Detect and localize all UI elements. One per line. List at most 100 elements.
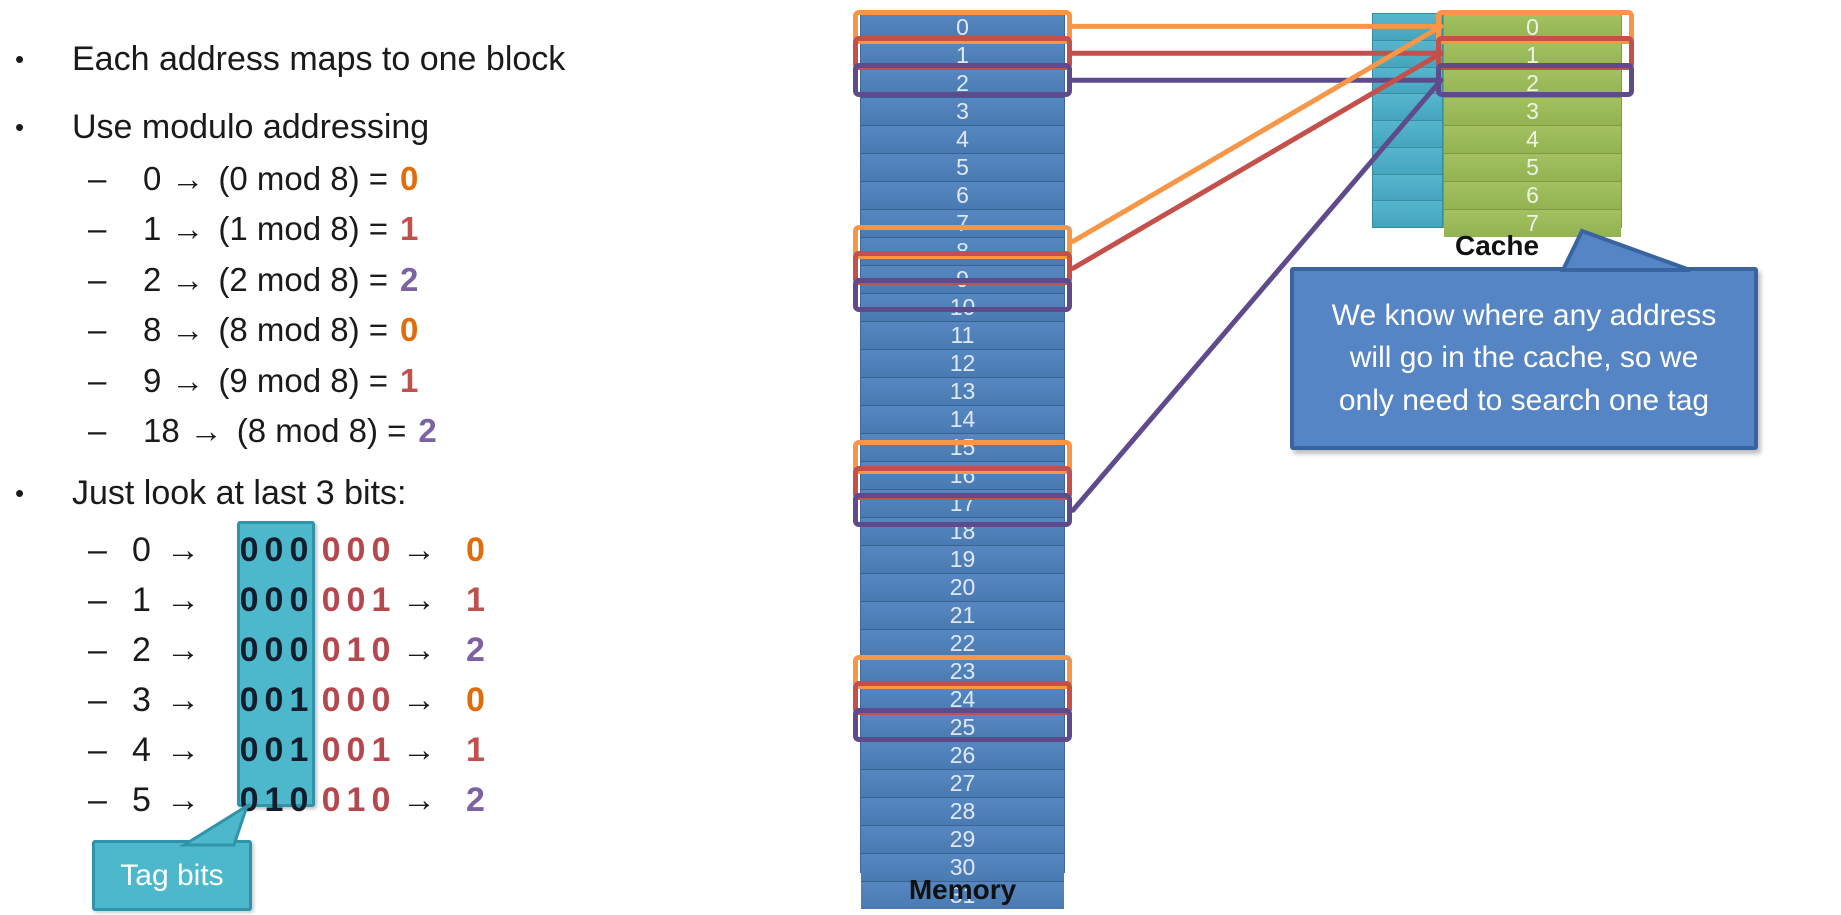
arrow-icon: → <box>166 680 200 719</box>
bullet-use-modulo: • Use modulo addressing <box>15 106 429 148</box>
memory-cell-label: 3 <box>956 98 969 124</box>
arrow-icon: → <box>189 412 223 449</box>
dash-bullet: – <box>88 730 107 769</box>
cache-cell-label: 1 <box>1526 42 1539 68</box>
memory-cell-label: 24 <box>949 686 976 712</box>
index-bits-value: 001 <box>321 580 397 619</box>
address-number: 3 <box>132 680 151 719</box>
modulo-item: – 9 → (9 mod 8) = 1 <box>88 360 418 402</box>
cache-slot-result: 0 <box>466 680 485 719</box>
modulo-item: – 8 → (8 mod 8) = 0 <box>88 309 418 351</box>
memory-cell: 13 <box>861 378 1064 406</box>
index-bits-value: 000 <box>321 530 397 569</box>
tag-bits-highlight <box>237 521 315 807</box>
arrow-icon: → <box>166 580 200 619</box>
memory-cell-label: 28 <box>949 798 976 824</box>
bullet-use-modulo-label: Use modulo addressing <box>72 107 430 146</box>
dash-bullet: – <box>88 361 107 399</box>
tag-bits-value: 001 <box>239 730 315 769</box>
modulo-expression: (8 mod 8) = <box>218 311 389 349</box>
binary-item: – 3 → 001 000 → 0 <box>88 678 485 722</box>
cache-slot-result: 0 <box>466 530 485 569</box>
memory-cell-label: 7 <box>956 210 969 236</box>
tag-bits-value: 001 <box>239 680 315 719</box>
memory-cell: 12 <box>861 350 1064 378</box>
address-number: 9 <box>143 361 162 399</box>
binary-item: – 2 → 000 010 → 2 <box>88 628 485 672</box>
cache-highlight <box>1436 63 1634 98</box>
address-number: 4 <box>132 730 151 769</box>
memory-cell: 4 <box>861 126 1064 154</box>
address-number: 2 <box>132 630 151 669</box>
memory-cell: 29 <box>861 826 1064 854</box>
cache-slot-result: 2 <box>400 260 419 298</box>
memory-cell-label: 19 <box>949 546 976 572</box>
memory-cell-label: 4 <box>956 126 969 152</box>
memory-cell: 23 <box>861 658 1064 686</box>
arrow-icon: → <box>171 260 205 298</box>
memory-cell-label: 0 <box>956 14 969 40</box>
bullet-each-address: • Each address maps to one block <box>15 38 565 80</box>
bullet-last-3-bits: • Just look at last 3 bits: <box>15 472 407 514</box>
memory-cell-label: 30 <box>949 854 976 880</box>
arrow-icon: → <box>166 630 200 669</box>
binary-item: – 4 → 001 001 → 1 <box>88 728 485 772</box>
memory-cell: 15 <box>861 434 1064 462</box>
cache-cell-label: 7 <box>1526 210 1539 236</box>
memory-cell: 19 <box>861 546 1064 574</box>
dash-bullet: – <box>88 780 107 819</box>
binary-item: – 5 → 010 010 → 2 <box>88 778 485 822</box>
memory-cell: 31 <box>861 882 1064 909</box>
tag-bits-callout-label: Tag bits <box>120 858 224 892</box>
dash-bullet: – <box>88 260 107 298</box>
modulo-item: – 0 → (0 mod 8) = 0 <box>88 158 418 200</box>
dash-bullet: – <box>88 210 107 248</box>
dash-bullet: – <box>88 530 107 569</box>
address-number: 1 <box>132 580 151 619</box>
cache-cell-label: 5 <box>1526 154 1539 180</box>
cache-cell-label: 4 <box>1526 126 1539 152</box>
index-bits-value: 000 <box>321 680 397 719</box>
arrow-icon: → <box>171 311 205 349</box>
cache-cell-label: 3 <box>1526 98 1539 124</box>
cache-tag-cell <box>1373 40 1442 68</box>
index-bits-value: 001 <box>321 730 397 769</box>
cache-label: Cache <box>1454 230 1540 261</box>
memory-highlight <box>853 63 1072 98</box>
binary-item: – 0 → 000 000 → 0 <box>88 528 485 572</box>
bullet-each-address-label: Each address maps to one block <box>72 39 566 78</box>
arrow-icon: → <box>402 680 436 719</box>
cache-tag-cell <box>1373 201 1442 227</box>
cache-tag-cell <box>1373 174 1442 202</box>
memory-cell: 5 <box>861 154 1064 182</box>
dash-bullet: – <box>88 311 107 349</box>
memory-cell: 21 <box>861 602 1064 630</box>
cache-tag-cell <box>1373 147 1442 175</box>
cache-slot-result: 1 <box>400 210 419 248</box>
memory-cell-label: 15 <box>949 434 976 460</box>
binary-item: – 1 → 000 001 → 1 <box>88 578 485 622</box>
cache-data-cell: 6 <box>1444 182 1621 210</box>
arrow-icon: → <box>166 780 200 819</box>
bullet-icon: • <box>15 477 25 508</box>
cache-cell-label: 6 <box>1526 182 1539 208</box>
cache-tag-cell <box>1373 94 1442 121</box>
address-number: 8 <box>143 311 162 349</box>
address-number: 1 <box>143 210 162 248</box>
memory-cell-label: 29 <box>949 826 976 852</box>
memory-cell-label: 22 <box>949 630 976 656</box>
cache-slot-result: 1 <box>400 361 419 399</box>
bullet-icon: • <box>15 43 25 74</box>
dash-bullet: – <box>88 680 107 719</box>
memory-cell-label: 31 <box>949 882 976 908</box>
cache-data-cell: 4 <box>1444 126 1621 154</box>
memory-highlight <box>853 708 1072 743</box>
memory-cell-label: 26 <box>949 742 976 768</box>
tag-bits-callout: Tag bits <box>92 840 252 911</box>
memory-cell-label: 14 <box>949 406 976 432</box>
arrow-icon: → <box>402 580 436 619</box>
memory-cell: 22 <box>861 630 1064 658</box>
arrow-icon: → <box>402 530 436 569</box>
arrow-icon: → <box>402 780 436 819</box>
memory-label: Memory <box>908 874 1017 905</box>
